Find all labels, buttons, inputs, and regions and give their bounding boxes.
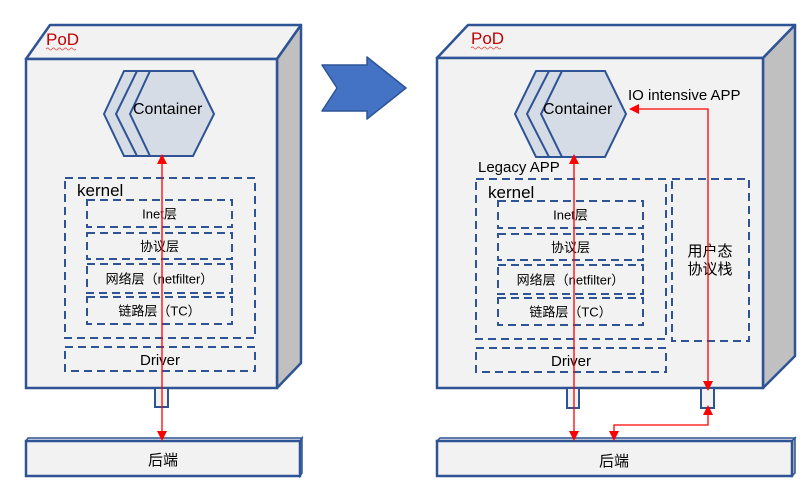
io-datapath-arrow-lower (609, 405, 713, 441)
left-pod: PoD Container kernel Inet层协议层网络层（netfilt… (24, 23, 304, 479)
right-container-label: Container (543, 101, 613, 118)
right-driver-label: Driver (551, 353, 591, 370)
io-datapath-arrow-upper (629, 104, 713, 391)
left-driver-label: Driver (140, 352, 180, 369)
kernel-layer-label: 链路层（TC） (529, 305, 611, 320)
kernel-layer-label: Inet层 (553, 208, 588, 223)
userspace-stack-label-line1: 用户态 (687, 243, 732, 260)
right-kernel-label: kernel (488, 183, 534, 202)
right-pod-label: PoD (471, 29, 504, 48)
right-pod: PoD Container IO intensive APP Legacy AP… (435, 23, 797, 478)
kernel-layer-label: 协议层 (140, 239, 179, 254)
right-backend-label: 后端 (599, 453, 629, 470)
left-pod-side-face (275, 23, 303, 390)
left-backend (24, 435, 304, 479)
spellcheck-underline (45, 47, 77, 51)
legacy-app-label: Legacy APP (478, 159, 560, 176)
left-container-icon (102, 70, 216, 157)
left-container-label: Container (133, 101, 203, 118)
kernel-layer-label: 协议层 (551, 240, 590, 255)
right-nic-connector-legacy (566, 387, 580, 409)
kernel-layer-label: Inet层 (142, 207, 177, 222)
right-nic-connector-io (700, 387, 715, 409)
right-pod-side-face (761, 23, 797, 390)
spellcheck-underline (470, 46, 502, 50)
right-arrow-icon (321, 56, 407, 120)
kernel-layer-label: 链路层（TC） (118, 304, 200, 319)
right-container-icon (513, 70, 628, 158)
userspace-stack-label-line2: 协议栈 (687, 261, 732, 278)
left-backend-label: 后端 (148, 452, 178, 469)
left-kernel-label: kernel (77, 181, 123, 200)
left-pod-label: PoD (46, 30, 79, 49)
io-intensive-app-label: IO intensive APP (628, 87, 741, 104)
kernel-layer-label: 网络层（netfilter） (517, 273, 625, 288)
right-backend (435, 436, 797, 478)
kernel-layer-label: 网络层（netfilter） (106, 272, 214, 287)
